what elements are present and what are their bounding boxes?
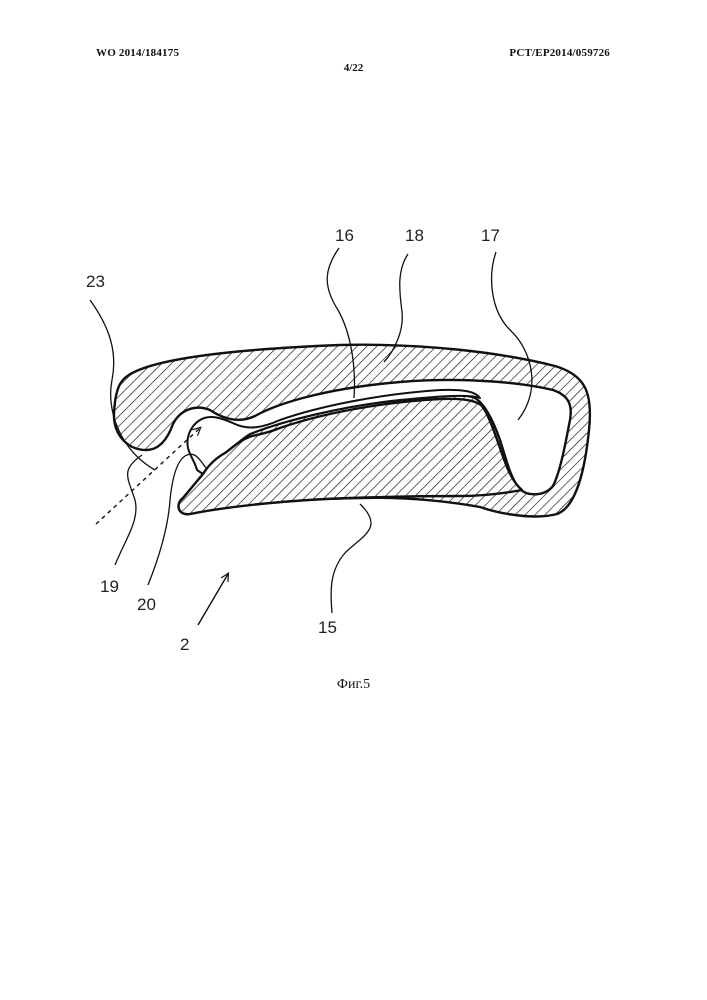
leader-line-20 xyxy=(148,454,206,585)
leader-line-19 xyxy=(115,455,142,565)
leader-line-15 xyxy=(331,504,371,613)
ref-numeral-2: 2 xyxy=(180,635,189,654)
ref-numeral-19: 19 xyxy=(100,577,119,596)
leader-line-17 xyxy=(492,252,532,420)
figure-caption: Фиг.5 xyxy=(0,677,707,693)
ref-numeral-15: 15 xyxy=(318,618,337,637)
ref-numeral-23: 23 xyxy=(86,272,105,291)
reference-2-arrow xyxy=(198,574,228,625)
ref-numeral-16: 16 xyxy=(335,226,354,245)
ref-numeral-20: 20 xyxy=(137,595,156,614)
ref-numeral-17: 17 xyxy=(481,226,500,245)
ref-numeral-18: 18 xyxy=(405,226,424,245)
